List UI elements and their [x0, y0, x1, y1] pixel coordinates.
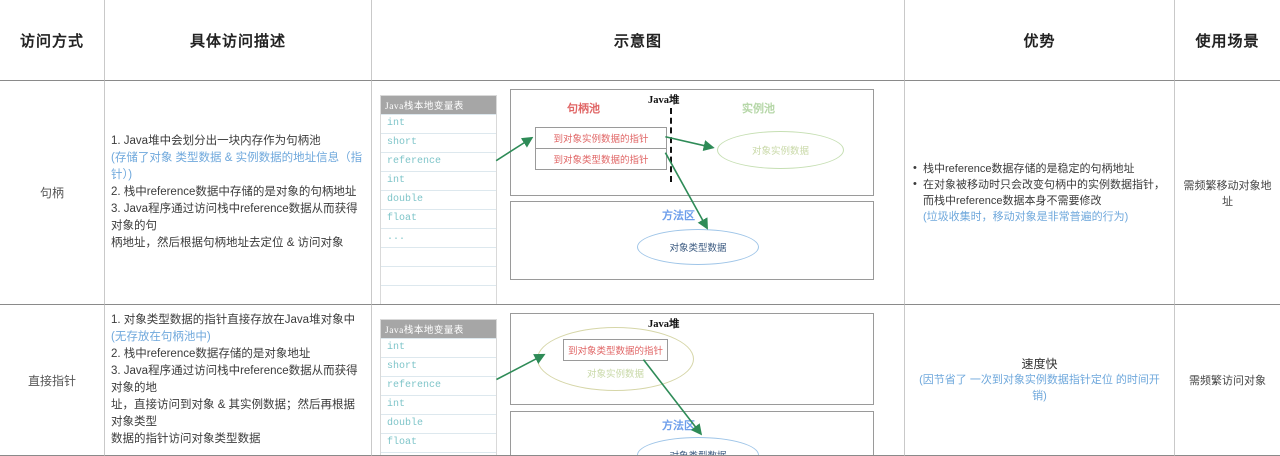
row-1-stack-row: int: [381, 171, 496, 190]
row-1-access-mode: 句柄: [0, 81, 105, 305]
row-1-handle-pool-label: 句柄池: [567, 103, 600, 115]
row-2-stack-row-reference: reference: [381, 376, 496, 395]
row-1-stack-row-empty: [381, 285, 496, 304]
row-2-stack-row: float: [381, 433, 496, 452]
row-1-desc-note-1: (存储了对象 类型数据 & 实例数据的地址信息（指针）): [111, 152, 363, 181]
header-description: 具体访问描述: [105, 0, 372, 81]
row-2-stack-row: int: [381, 338, 496, 357]
row-2-arrows: [496, 353, 703, 436]
row-1-handle-pointer-box: 到对象实例数据的指针 到对象类型数据的指针: [535, 127, 667, 170]
row-1-advantage-bullet: 在对象被移动时只会改变句柄中的实例数据指针，而栈中reference数据本身不需…: [913, 176, 1166, 209]
row-2-advantage-note: (因节省了 一次到对象实例数据指针定位 的时间开销): [919, 374, 1160, 402]
row-1-stack-row-empty: [381, 266, 496, 285]
row-1-stack-row: double: [381, 190, 496, 209]
row-1-method-area-label: 方法区: [662, 210, 695, 222]
row-2-stack-row: int: [381, 395, 496, 414]
row-1-desc-line-3: 3. Java程序通过访问栈中reference数据从而获得对象的句: [111, 203, 358, 232]
row-1-diagram-cell: Java栈本地变量表 int short reference int doubl…: [372, 81, 905, 305]
handle-access-diagram: Java栈本地变量表 int short reference int doubl…: [372, 81, 904, 304]
row-1-stack-variable-table: Java栈本地变量表 int short reference int doubl…: [380, 95, 497, 304]
row-2-pointer-to-type-data: 到对象类型数据的指针: [567, 345, 663, 357]
row-2-stack-row: ...: [381, 452, 496, 455]
row-1-advantage-note: (垃圾收集时，移动对象是非常普遍的行为): [923, 210, 1129, 223]
row-2-description-cell: 1. 对象类型数据的指针直接存放在Java堆对象中 (无存放在句柄池中) 2. …: [105, 305, 372, 456]
row-2-stack-title: Java栈本地变量表: [381, 320, 496, 338]
row-1-desc-line-2: 2. 栈中reference数据中存储的是对象的句柄地址: [111, 186, 357, 198]
header-description-label: 具体访问描述: [189, 32, 286, 50]
row-2-desc-line-3: 3. Java程序通过访问栈中reference数据从而获得对象的地: [111, 365, 358, 394]
row-1-stack-row: int: [381, 114, 496, 133]
row-1-desc-line-1: 1. Java堆中会划分出一块内存作为句柄池: [111, 135, 321, 147]
header-access-mode-label: 访问方式: [19, 32, 84, 50]
row-1-description: 1. Java堆中会划分出一块内存作为句柄池 (存储了对象 类型数据 & 实例数…: [105, 81, 371, 304]
arrow-handle-to-type: [664, 152, 708, 230]
row-1-pointer-to-instance-data: 到对象实例数据的指针: [553, 134, 649, 145]
arrow-stack-to-object: [496, 353, 546, 381]
row-2-stack-variable-table: Java栈本地变量表 int short reference int doubl…: [380, 319, 497, 455]
row-1-stack-row: short: [381, 133, 496, 152]
row-2-access-mode-label: 直接指针: [27, 373, 76, 388]
row-2-desc-line-5: 数据的指针访问对象类型数据: [111, 433, 261, 445]
row-2-advantage: 速度快 (因节省了 一次到对象实例数据指针定位 的时间开销): [905, 305, 1174, 455]
direct-pointer-access-diagram: Java栈本地变量表 int short reference int doubl…: [372, 305, 904, 455]
row-1-use-case-cell: 需频繁移动对象地址: [1175, 81, 1280, 305]
header-advantage-label: 优势: [1023, 32, 1056, 50]
arrow-stack-to-handle: [495, 136, 534, 162]
row-2-stack-row: short: [381, 357, 496, 376]
row-2-access-mode: 直接指针: [0, 305, 105, 456]
row-1-access-mode-label: 句柄: [39, 186, 64, 200]
row-1-advantage: 栈中reference数据存储的是稳定的句柄地址 在对象被移动时只会改变句柄中的…: [905, 81, 1174, 304]
row-2-object-instance-ellipse: 到对象类型数据的指针 对象实例数据: [537, 327, 694, 391]
row-1-description-cell: 1. Java堆中会划分出一块内存作为句柄池 (存储了对象 类型数据 & 实例数…: [105, 81, 372, 305]
row-1-stack-row: ...: [381, 228, 496, 247]
row-1-advantage-bullet: 栈中reference数据存储的是稳定的句柄地址: [913, 160, 1166, 177]
row-2-use-case-cell: 需频繁访问对象: [1175, 305, 1280, 456]
row-2-object-instance-data-label: 对象实例数据: [586, 368, 644, 380]
row-1-advantage-cell: 栈中reference数据存储的是稳定的句柄地址 在对象被移动时只会改变句柄中的…: [905, 81, 1175, 305]
row-1-stack-row: float: [381, 209, 496, 228]
row-2-advantage-cell: 速度快 (因节省了 一次到对象实例数据指针定位 的时间开销): [905, 305, 1175, 456]
header-advantage: 优势: [905, 0, 1175, 81]
row-2-type-pointer-box: 到对象类型数据的指针: [562, 338, 668, 361]
row-1-heap-divider: [670, 108, 672, 182]
header-use-case: 使用场景: [1175, 0, 1280, 81]
row-1-object-instance-data-label: 对象实例数据: [751, 146, 809, 157]
row-2-java-heap-label: Java堆: [648, 319, 680, 330]
row-2-desc-line-4: 址，直接访问到对象 & 其实例数据；然后再根据对象类型: [111, 399, 356, 428]
arrow-handle-to-instance: [665, 135, 715, 152]
row-2-diagram-cell: Java栈本地变量表 int short reference int doubl…: [372, 305, 905, 456]
row-2-stack-row: double: [381, 414, 496, 433]
row-1-use-case-label: 需频繁移动对象地址: [1183, 179, 1272, 208]
row-2-desc-line-1: 1. 对象类型数据的指针直接存放在Java堆对象中: [111, 314, 356, 326]
header-diagram-label: 示意图: [613, 32, 662, 50]
header-access-mode: 访问方式: [0, 0, 105, 81]
row-1-pointer-to-type-data: 到对象类型数据的指针: [536, 148, 666, 169]
row-2-method-area-label: 方法区: [662, 420, 695, 432]
row-1-object-instance-data-ellipse: 对象实例数据: [717, 131, 844, 169]
row-1-object-type-data-label: 对象类型数据: [669, 243, 727, 254]
header-diagram: 示意图: [372, 0, 905, 81]
row-1-arrows: [495, 135, 715, 230]
header-use-case-label: 使用场景: [1195, 32, 1260, 50]
row-2-desc-note-1: (无存放在句柄池中): [111, 331, 211, 343]
row-2-description: 1. 对象类型数据的指针直接存放在Java堆对象中 (无存放在句柄池中) 2. …: [105, 305, 371, 455]
row-1-stack-row-reference: reference: [381, 152, 496, 171]
arrow-object-to-type: [642, 359, 703, 436]
row-2-desc-line-2: 2. 栈中reference数据存储的是对象地址: [111, 348, 311, 360]
row-2-object-type-data-label: 对象类型数据: [669, 448, 726, 455]
row-1-stack-title: Java栈本地变量表: [381, 96, 496, 114]
row-1-desc-line-4: 柄地址，然后根据句柄地址去定位 & 访问对象: [111, 237, 344, 249]
row-1-stack-row-empty: [381, 247, 496, 266]
row-1-instance-pool-label: 实例池: [742, 103, 775, 115]
row-2-advantage-title: 速度快: [1021, 357, 1058, 371]
row-1-java-heap-label: Java堆: [648, 95, 680, 106]
row-2-use-case-label: 需频繁访问对象: [1189, 375, 1266, 387]
